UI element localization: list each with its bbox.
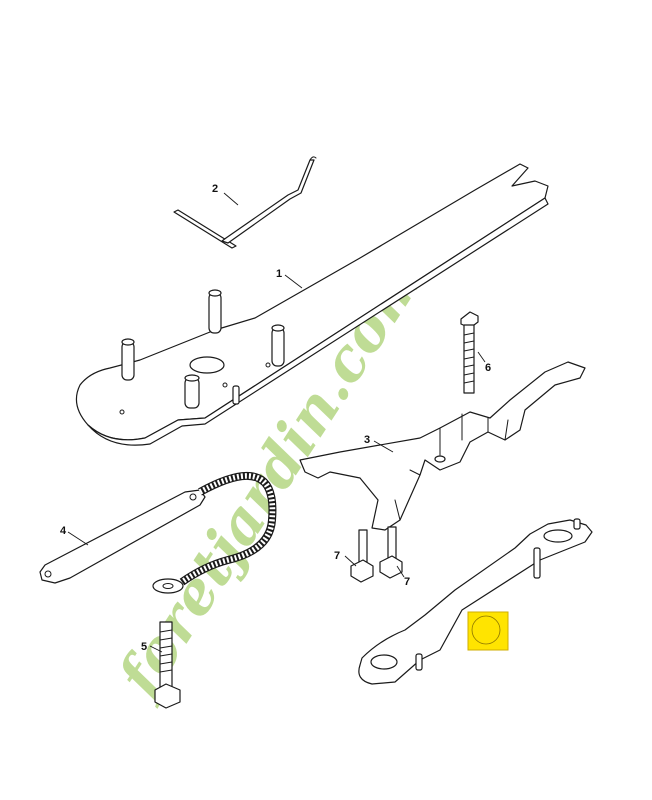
callout-4: 4	[60, 525, 67, 537]
callout-5: 5	[141, 641, 147, 653]
leader-lines	[67, 192, 486, 653]
part-4-strap-plate	[39, 471, 277, 594]
part-2-t-hook	[173, 156, 317, 249]
callout-labels: 1 2 3 4 5 6 7 7	[60, 183, 491, 653]
part-7-bolt-right	[379, 526, 403, 579]
callout-2: 2	[212, 183, 218, 195]
callout-7b: 7	[404, 576, 410, 588]
part-1-plate-tool	[75, 163, 549, 446]
part-5-bolt	[154, 621, 181, 709]
part-7-bolt-left	[350, 529, 374, 583]
callout-7a: 7	[334, 550, 340, 562]
callout-1: 1	[276, 268, 282, 280]
callout-6: 6	[485, 362, 491, 374]
callout-3: 3	[364, 434, 370, 446]
part-3-bracket	[299, 361, 586, 531]
wrench-tool	[358, 518, 593, 685]
part-6-long-bolt	[460, 311, 479, 394]
highlight-marker[interactable]	[467, 611, 509, 651]
